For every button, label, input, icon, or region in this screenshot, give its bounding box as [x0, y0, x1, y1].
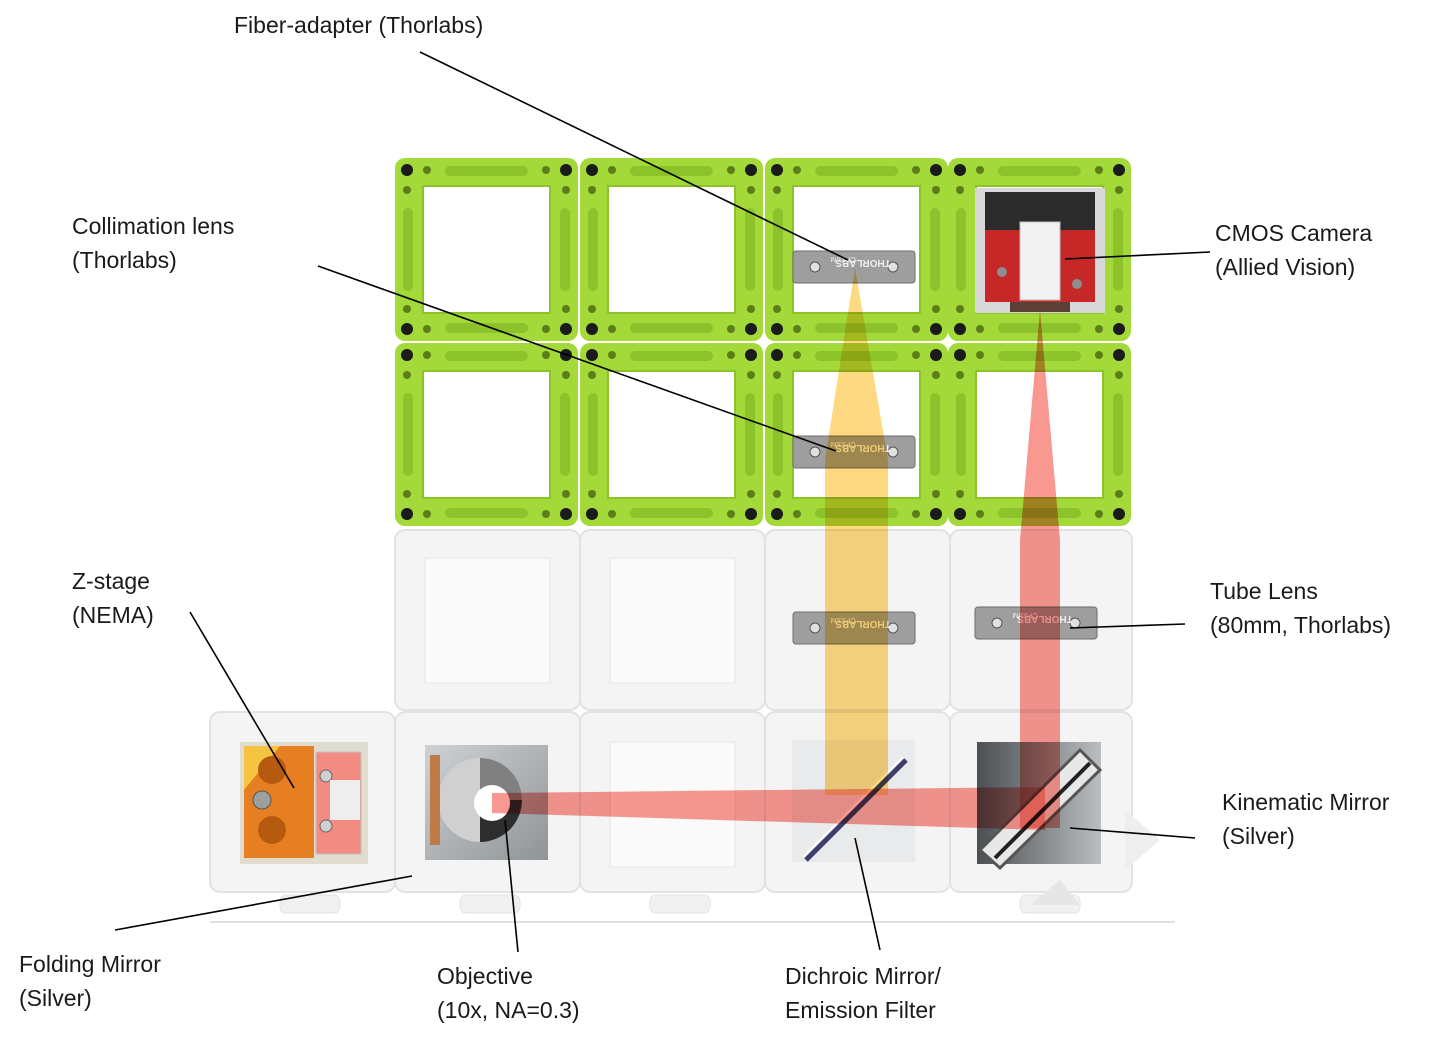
- label-fiber-adapter-line1: Fiber-adapter (Thorlabs): [234, 8, 483, 42]
- label-collimation-lens: Collimation lens (Thorlabs): [72, 209, 234, 277]
- label-dichroic-mirror-line1: Dichroic Mirror/: [785, 959, 941, 993]
- label-dichroic-mirror-line2: Emission Filter: [785, 993, 941, 1027]
- label-folding-mirror-line2: (Silver): [19, 981, 161, 1015]
- label-objective: Objective (10x, NA=0.3): [437, 959, 580, 1027]
- label-cmos-camera-line2: (Allied Vision): [1215, 250, 1372, 284]
- label-z-stage-line2: (NEMA): [72, 598, 154, 632]
- green-cube: [395, 158, 578, 341]
- label-fiber-adapter: Fiber-adapter (Thorlabs): [234, 8, 483, 42]
- z-stage: [240, 742, 368, 864]
- label-folding-mirror: Folding Mirror (Silver): [19, 947, 161, 1015]
- lens-mount-model: CP33/M: [830, 255, 855, 262]
- green-cube: [580, 158, 763, 341]
- label-kinematic-mirror-line1: Kinematic Mirror: [1222, 785, 1389, 819]
- label-folding-mirror-line1: Folding Mirror: [19, 947, 161, 981]
- label-tube-lens-line1: Tube Lens: [1210, 574, 1391, 608]
- label-kinematic-mirror-line2: (Silver): [1222, 819, 1389, 853]
- label-z-stage-line1: Z-stage: [72, 564, 154, 598]
- label-collimation-lens-line1: Collimation lens: [72, 209, 234, 243]
- cmos-camera: [975, 188, 1105, 313]
- label-cmos-camera: CMOS Camera (Allied Vision): [1215, 216, 1372, 284]
- label-tube-lens: Tube Lens (80mm, Thorlabs): [1210, 574, 1391, 642]
- label-objective-line2: (10x, NA=0.3): [437, 993, 580, 1027]
- label-cmos-camera-line1: CMOS Camera: [1215, 216, 1372, 250]
- label-dichroic-mirror: Dichroic Mirror/ Emission Filter: [785, 959, 941, 1027]
- green-cube: [580, 343, 763, 526]
- label-z-stage: Z-stage (NEMA): [72, 564, 154, 632]
- label-collimation-lens-line2: (Thorlabs): [72, 243, 234, 277]
- label-tube-lens-line2: (80mm, Thorlabs): [1210, 608, 1391, 642]
- green-cube: [395, 343, 578, 526]
- label-kinematic-mirror: Kinematic Mirror (Silver): [1222, 785, 1389, 853]
- label-objective-line1: Objective: [437, 959, 580, 993]
